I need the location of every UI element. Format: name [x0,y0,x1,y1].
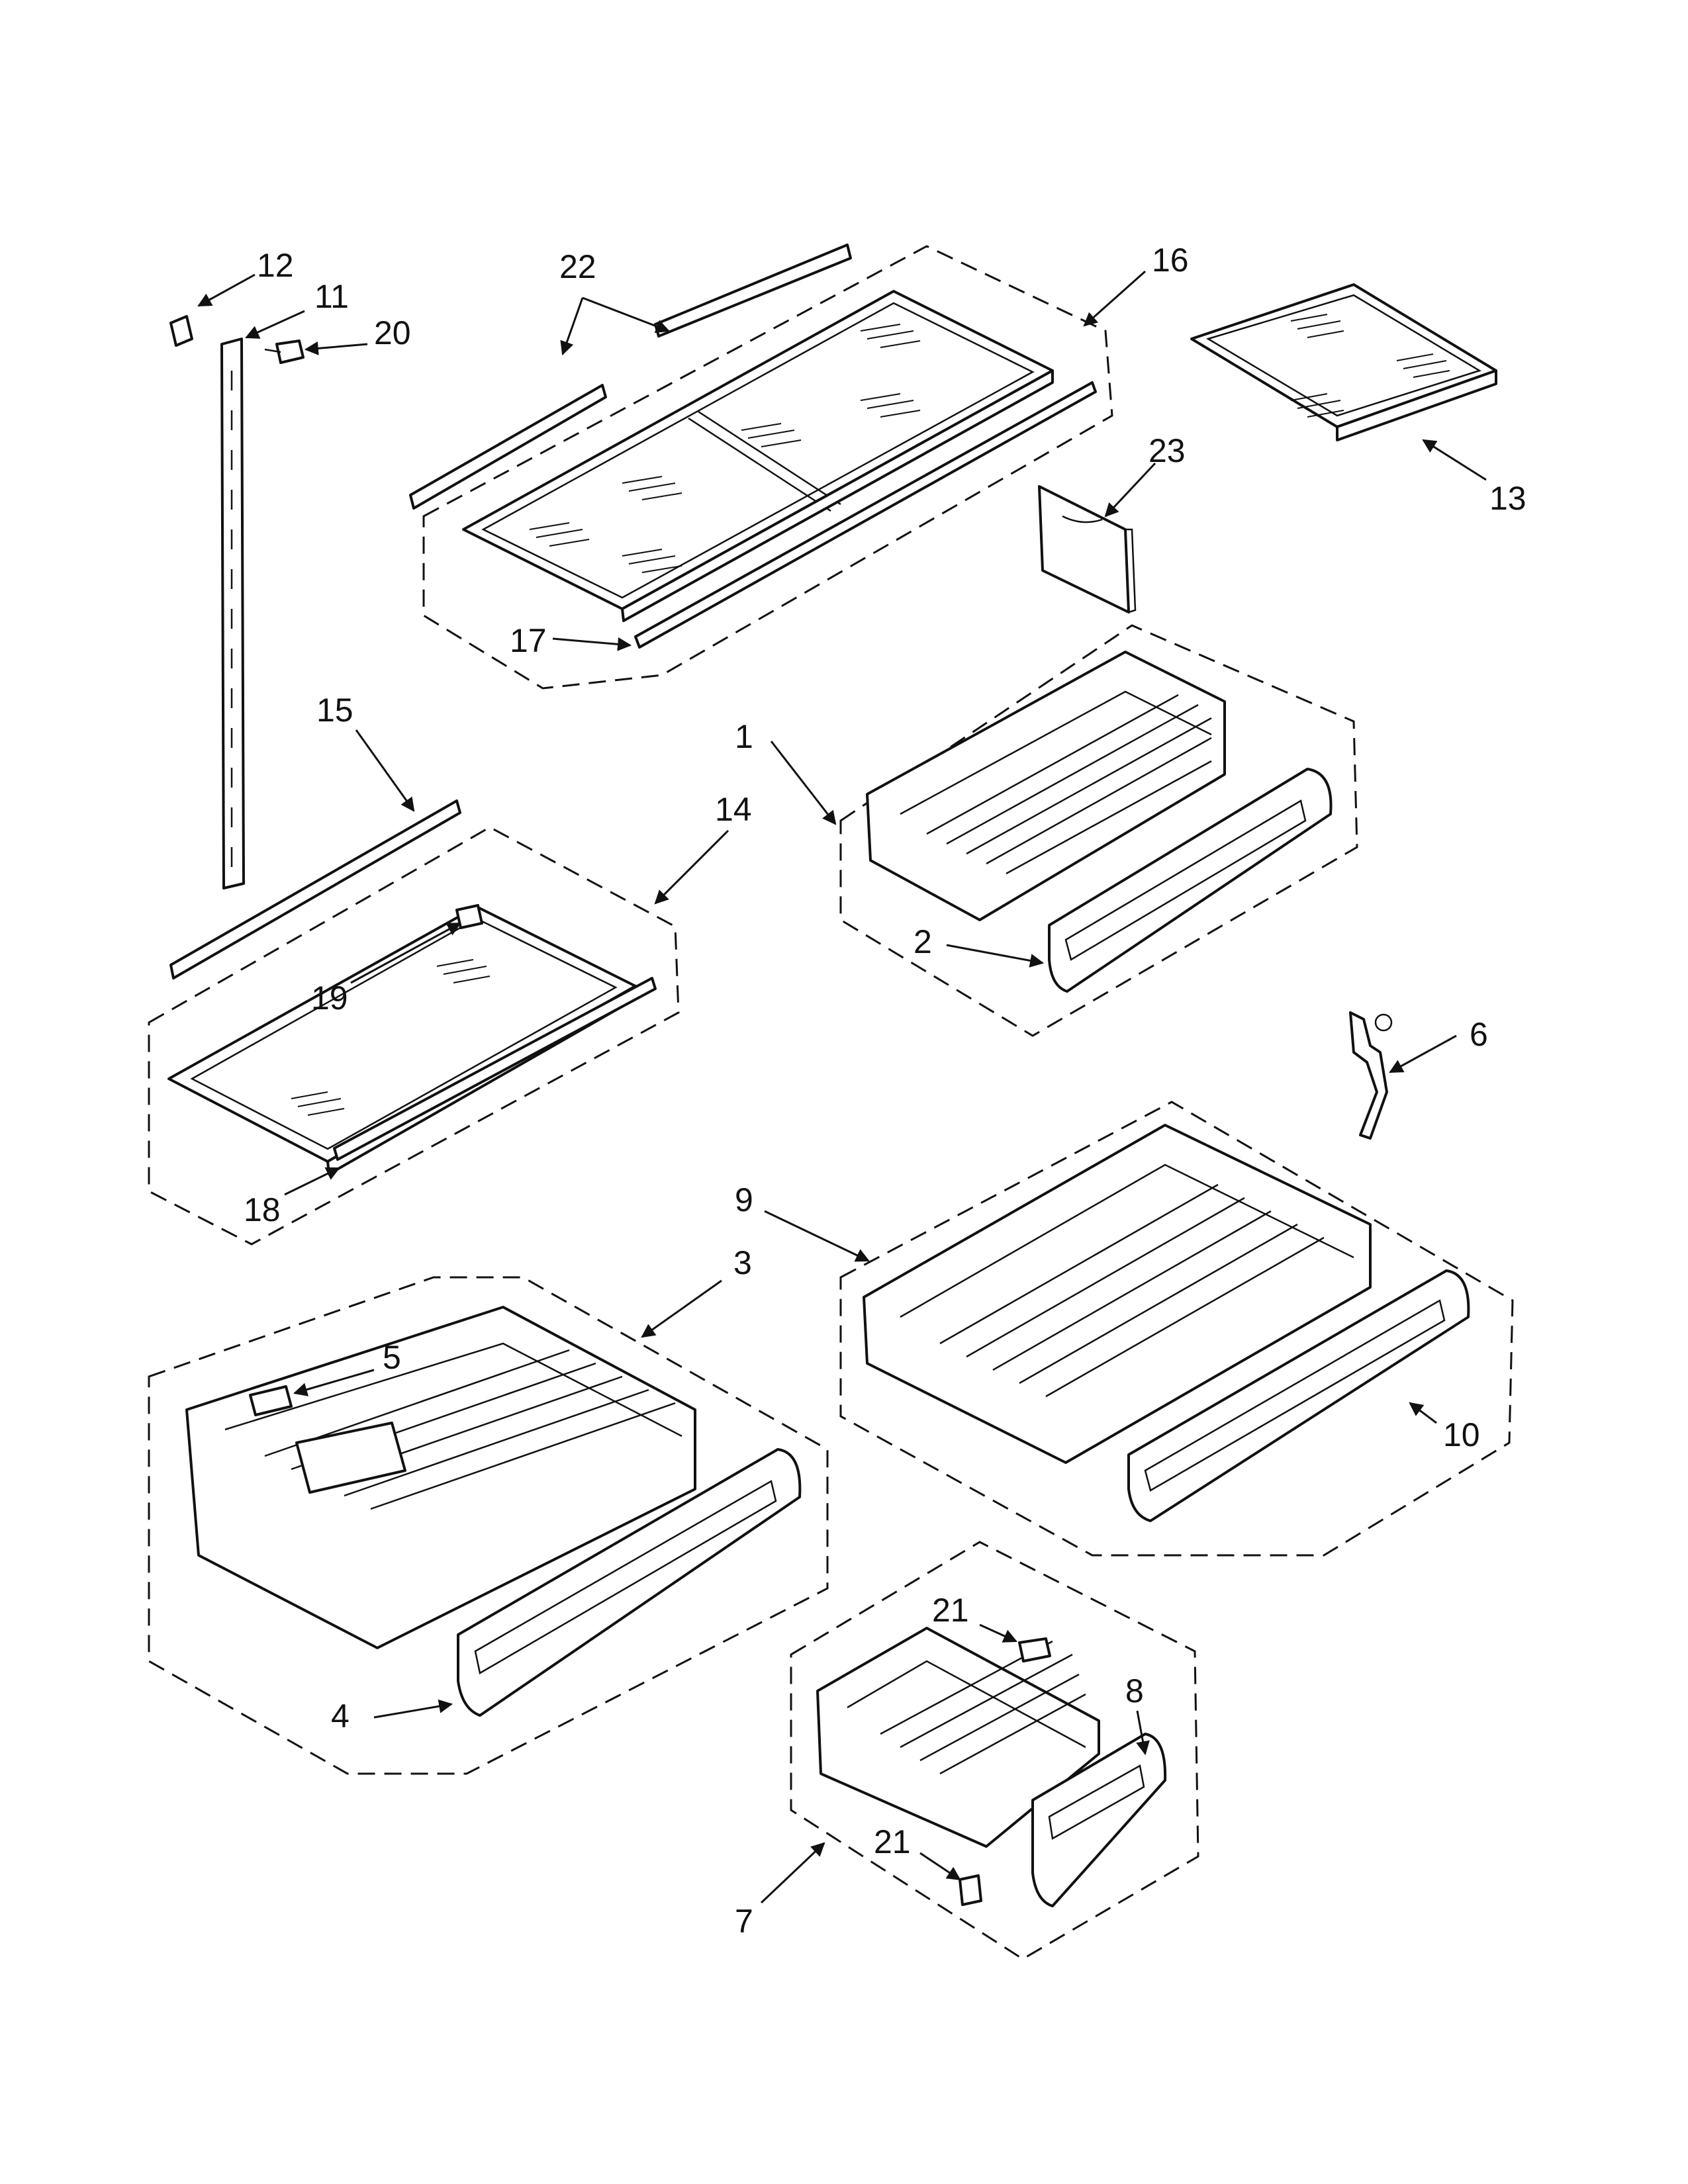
screw-21-bottom [959,1874,982,1906]
callout-5: 5 [383,1339,401,1376]
glass-shelf-16 [462,290,1054,622]
drawer-3 [185,1306,696,1649]
leader-4 [373,1699,453,1719]
leader-21-top [979,1623,1017,1643]
leader-14 [654,829,729,905]
leader-23 [1104,462,1156,518]
drawer-assembly-7-group [790,1541,1199,1960]
leader-15 [355,729,415,812]
assembly-boundary-3 [148,1276,829,1775]
drawer-assembly-9-group [839,1101,1514,1557]
callout-labels: 12 11 20 22 16 13 23 17 15 14 1 2 19 6 1… [244,242,1526,1940]
drawer-1 [866,651,1226,921]
callout-20: 20 [374,314,411,351]
callout-7: 7 [735,1903,753,1940]
callout-3: 3 [733,1244,752,1281]
assembly-boundary-16 [422,245,1113,690]
callout-15: 15 [316,692,353,729]
trim-17 [634,381,1097,649]
leader-16 [1083,270,1146,327]
leader-13 [1422,439,1487,481]
leader-3 [641,1279,722,1338]
callout-23: 23 [1149,432,1186,469]
assembly-boundary-1 [839,624,1358,1037]
screw-20 [264,340,305,364]
leader-5 [293,1369,375,1396]
bracket-12 [169,315,193,347]
callout-10: 10 [1443,1416,1480,1453]
drawer-assembly-1-group [839,624,1358,1037]
leader-12 [197,273,256,307]
callout-19: 19 [311,979,348,1017]
rail-11 [220,338,245,889]
drawer-front-8 [1031,1733,1167,1907]
callout-4: 4 [331,1698,350,1735]
leader-1 [770,741,837,825]
leader-7 [760,1842,825,1904]
trim-22-left [409,384,607,510]
bracket-6 [1349,1011,1393,1140]
callout-9: 9 [735,1181,753,1218]
leader-20 [304,341,368,355]
callout-12: 12 [257,247,294,284]
trim-18 [333,977,657,1161]
trim-15 [169,799,461,979]
callout-18: 18 [244,1191,281,1228]
assembly-boundary-7 [790,1541,1199,1960]
leader-22a [560,297,584,355]
leader-18 [284,1167,340,1196]
assembly-boundary-9 [839,1101,1514,1557]
callout-14: 14 [715,791,752,828]
drawer-front-10 [1127,1269,1470,1522]
assembly-boundary-14 [148,826,680,1246]
callout-21-top: 21 [932,1592,969,1629]
leader-19 [350,922,461,984]
callout-1: 1 [735,718,753,755]
screw-19 [455,904,483,929]
leader-lines [197,270,1487,1904]
callout-21-bottom: 21 [874,1823,911,1860]
leader-11 [245,310,305,339]
callout-22: 22 [559,248,596,285]
shelf-assembly-16-group [409,244,1113,690]
leader-2 [946,944,1045,968]
drawer-front-4 [457,1448,802,1717]
callout-8: 8 [1125,1672,1144,1709]
small-shelf-13 [1190,283,1497,441]
callout-11: 11 [314,278,349,315]
leader-9 [764,1210,870,1262]
glass-shelf-14 [167,905,638,1175]
drawer-7 [816,1627,1100,1848]
callout-2: 2 [914,923,932,960]
trim-22-right [654,244,852,338]
divider-23 [1038,485,1137,614]
callout-17: 17 [510,622,547,659]
screw-21-top [1018,1637,1051,1662]
drawer-9 [863,1124,1372,1464]
leader-21-bottom [919,1852,961,1881]
leader-22b [582,296,670,334]
drawer-front-2 [1048,768,1333,993]
drawer-assembly-3-group [148,1276,829,1775]
leader-10 [1409,1402,1437,1424]
leader-8 [1136,1710,1150,1756]
leader-17 [552,637,632,651]
callout-13: 13 [1489,480,1526,517]
callout-16: 16 [1152,242,1189,279]
leader-6 [1389,1034,1457,1073]
shelf-assembly-14-group [148,799,680,1246]
module-5 [249,1385,293,1416]
callout-6: 6 [1470,1016,1488,1053]
